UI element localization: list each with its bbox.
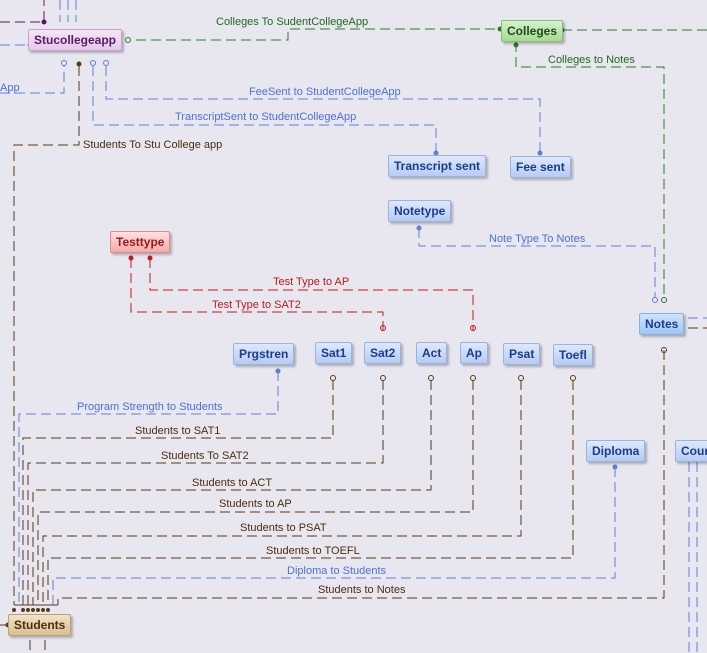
- entity-sat2[interactable]: Sat2: [364, 342, 402, 364]
- rel-line-app-left1[interactable]: [0, 66, 65, 94]
- rel-label-prgstren-students: Program Strength to Students: [77, 401, 223, 413]
- rel-label-transcriptsent: TranscriptSent to StudentCollegeApp: [175, 111, 357, 123]
- endpoint-dot: [26, 608, 30, 612]
- rel-label-testtype-ap: Test Type to AP: [273, 276, 350, 288]
- rel-label-notetype-notes: Note Type To Notes: [489, 233, 586, 245]
- rel-label-students-sat2: Students To SAT2: [161, 450, 249, 462]
- optional-marker: [470, 325, 476, 331]
- optional-marker: [125, 37, 131, 43]
- entity-ap[interactable]: Ap: [460, 342, 488, 364]
- rel-line-prgstren-students[interactable]: [18, 371, 279, 605]
- rel-label-diploma-students: Diploma to Students: [287, 565, 387, 577]
- optional-marker: [330, 375, 336, 381]
- rel-label-students-stucollegeapp: Students To Stu College app: [83, 139, 223, 151]
- rel-label-students-psat: Students to PSAT: [240, 522, 327, 534]
- rel-line-ap[interactable]: [37, 380, 474, 605]
- endpoint-dot: [416, 225, 422, 231]
- rel-line-testtype-ap[interactable]: [149, 258, 474, 330]
- entity-fee-sent[interactable]: Fee sent: [510, 156, 571, 178]
- endpoint-dot: [21, 608, 25, 612]
- endpoint-dot: [36, 608, 40, 612]
- entity-act[interactable]: Act: [416, 342, 448, 364]
- entity-testtype[interactable]: Testtype: [110, 231, 171, 253]
- endpoint-dot: [147, 255, 153, 261]
- rel-line-psat[interactable]: [42, 380, 522, 605]
- entity-notetype[interactable]: Notetype: [388, 200, 452, 222]
- rel-label-students-notes: Students to Notes: [318, 584, 406, 596]
- optional-marker: [570, 375, 576, 381]
- rel-label-students-ap: Students to AP: [219, 498, 292, 510]
- rel-label-feesent: FeeSent to StudentCollegeApp: [249, 86, 401, 98]
- endpoint-dot: [537, 150, 543, 156]
- rel-line-diploma[interactable]: [52, 467, 616, 605]
- entity-toefl[interactable]: Toefl: [553, 344, 593, 366]
- entity-colleges[interactable]: Colleges: [501, 20, 564, 42]
- entity-prgstren[interactable]: Prgstren: [233, 343, 295, 365]
- rel-label-app-fragment: App: [0, 82, 20, 94]
- rel-line-sat1[interactable]: [22, 380, 334, 605]
- endpoint-dot: [76, 61, 82, 67]
- rel-line-toefl[interactable]: [47, 380, 574, 605]
- optional-marker: [661, 347, 667, 353]
- endpoint-dot: [41, 19, 47, 25]
- optional-marker: [652, 297, 658, 303]
- rel-line-colleges-notes[interactable]: [515, 42, 665, 298]
- optional-marker: [90, 60, 96, 66]
- rel-line-students-stucollegeapp[interactable]: [13, 66, 80, 605]
- endpoint-dot: [31, 608, 35, 612]
- endpoint-dot: [128, 255, 134, 261]
- optional-marker: [470, 375, 476, 381]
- optional-marker: [103, 60, 109, 66]
- entity-diploma[interactable]: Diploma: [586, 440, 646, 462]
- endpoint-dot: [275, 368, 281, 374]
- endpoint-dot: [41, 608, 45, 612]
- rel-line-transcriptsent[interactable]: [92, 66, 437, 153]
- endpoint-dot: [433, 150, 439, 156]
- endpoint-dot: [46, 608, 50, 612]
- entity-notes[interactable]: Notes: [639, 313, 685, 335]
- endpoint-dot: [612, 464, 618, 470]
- optional-marker: [518, 375, 524, 381]
- rel-line-act[interactable]: [32, 380, 432, 605]
- rel-line-notetype-notes[interactable]: [418, 228, 656, 298]
- endpoint-dot: [12, 608, 16, 612]
- rel-label-colleges-stucollegeapp: Colleges To SudentCollegeApp: [216, 16, 369, 28]
- rel-label-students-act: Students to ACT: [192, 477, 273, 489]
- rel-line-colleges-stucollegeapp[interactable]: [136, 28, 500, 41]
- optional-marker: [61, 60, 67, 66]
- rel-line-testtype-sat2[interactable]: [130, 258, 384, 330]
- rel-line-top1[interactable]: [0, 0, 45, 23]
- optional-marker: [380, 325, 386, 331]
- rel-line-notes-students[interactable]: [57, 350, 665, 605]
- rel-label-colleges-notes: Colleges to Notes: [548, 54, 635, 66]
- rel-label-students-sat1: Students to SAT1: [135, 425, 221, 437]
- entity-psat[interactable]: Psat: [503, 343, 541, 365]
- optional-marker: [380, 375, 386, 381]
- optional-marker: [428, 375, 434, 381]
- rel-line-top2[interactable]: [59, 0, 77, 22]
- entity-students[interactable]: Students: [8, 614, 72, 636]
- optional-marker: [661, 297, 667, 303]
- rel-line-sat2[interactable]: [27, 380, 384, 605]
- rel-line-students-bottom[interactable]: [29, 640, 46, 653]
- rel-label-testtype-sat2: Test Type to SAT2: [212, 299, 301, 311]
- endpoint-dot: [513, 42, 519, 48]
- entity-stucollegeapp[interactable]: Stucollegeapp: [28, 29, 123, 51]
- entity-coun[interactable]: Coun: [675, 440, 707, 462]
- entity-transcript-sent[interactable]: Transcript sent: [388, 155, 487, 177]
- entity-sat1[interactable]: Sat1: [315, 342, 353, 364]
- rel-line-feesent[interactable]: [105, 66, 541, 153]
- rel-label-students-toefl: Students to TOEFL: [266, 545, 360, 557]
